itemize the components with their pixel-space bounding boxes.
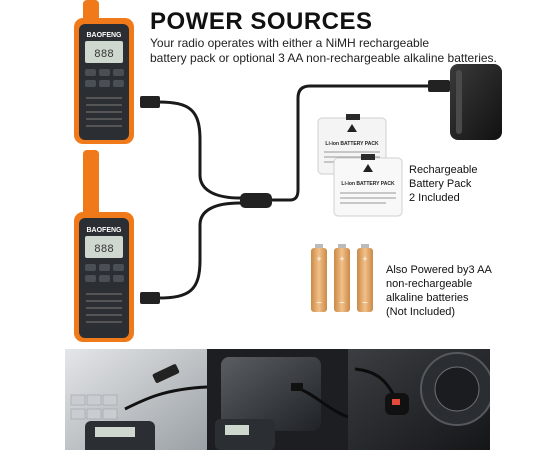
battery-pack-2: Li-ion BATTERY PACK: [333, 154, 403, 217]
radio-brand-top: BAOFENG: [87, 32, 123, 39]
subtitle-line-1: Your radio operates with either a NiMH r…: [150, 36, 430, 50]
svg-text:−: −: [316, 298, 322, 309]
aa-battery-3: + −: [357, 244, 373, 312]
rechargeable-caption-line-1: Rechargeable: [409, 164, 478, 176]
power-adapter: [450, 64, 502, 140]
svg-text:+: +: [339, 254, 344, 264]
page-subtitle: Your radio operates with either a NiMH r…: [150, 36, 540, 66]
usb-plug-bottom: [140, 292, 160, 304]
svg-text:−: −: [339, 298, 345, 309]
rechargeable-caption: Rechargeable Battery Pack 2 Included: [409, 163, 478, 205]
svg-text:−: −: [362, 298, 368, 309]
aa-caption-line-2: non-rechargeable: [386, 278, 473, 290]
cable-splitter: [240, 193, 272, 208]
usb-cable: [156, 84, 432, 300]
aa-battery-1: + −: [311, 244, 327, 312]
battery-pack-2-label: Li-ion BATTERY PACK: [341, 181, 395, 187]
radio-display-top: 888: [94, 49, 114, 61]
aa-battery-2: + −: [334, 244, 350, 312]
aa-caption-line-4: (Not Included): [386, 306, 456, 318]
rechargeable-caption-line-3: 2 Included: [409, 192, 460, 204]
laptop-photo: [65, 349, 208, 450]
radio-bottom: BAOFENG 888: [74, 150, 134, 342]
aa-caption-line-1: Also Powered by3 AA: [386, 264, 492, 276]
aa-caption-line-3: alkaline batteries: [386, 292, 469, 304]
power-bank-photo: [207, 349, 349, 450]
usage-photos: [65, 349, 490, 450]
usage-photo-strip: [65, 349, 490, 450]
car-charger-photo: [348, 349, 490, 450]
radio-display-bottom: 888: [94, 244, 114, 256]
usb-plug-adapter: [428, 80, 450, 92]
battery-pack-1-label: Li-ion BATTERY PACK: [325, 141, 379, 147]
rechargeable-caption-line-2: Battery Pack: [409, 178, 472, 190]
usb-plug-top: [140, 96, 160, 108]
aa-caption: Also Powered by3 AA non-rechargeable alk…: [386, 263, 492, 319]
radio-top: BAOFENG 888: [74, 0, 134, 144]
subtitle-line-2: battery pack or optional 3 AA non-rechar…: [150, 51, 497, 65]
page-title: POWER SOURCES: [150, 8, 373, 35]
radio-brand-bottom: BAOFENG: [87, 227, 123, 234]
svg-text:+: +: [362, 254, 367, 264]
svg-text:+: +: [316, 254, 321, 264]
